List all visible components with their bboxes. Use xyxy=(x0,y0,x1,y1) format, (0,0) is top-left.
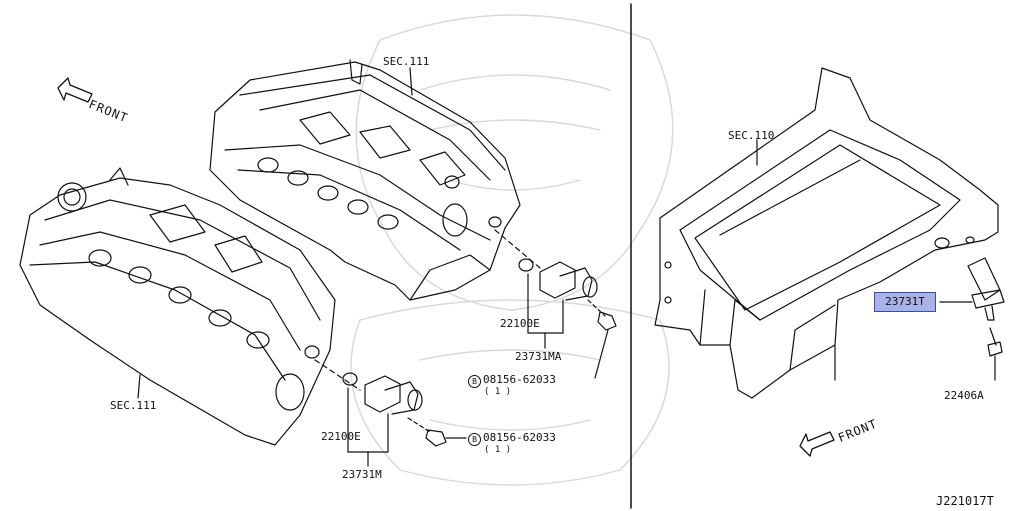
diagram-code: J221017T xyxy=(936,494,994,508)
label-sec111-lower[interactable]: SEC.111 xyxy=(110,399,157,412)
samurai-helmet-watermark xyxy=(350,14,674,486)
camshaft-sensor-lower xyxy=(314,359,467,467)
label-sec111-upper[interactable]: SEC.111 xyxy=(383,55,430,68)
label-22100e-lower[interactable]: 22100E xyxy=(321,430,361,443)
label-bolt-upper-qty: ( 1 ) xyxy=(484,387,512,397)
oil-pan xyxy=(654,67,999,399)
circled-b-icon: B xyxy=(468,433,481,446)
camshaft-sensor-upper xyxy=(494,229,617,379)
leader-lines xyxy=(137,67,758,399)
label-22406a[interactable]: 22406A xyxy=(944,389,984,402)
cylinder-head-lower xyxy=(19,167,336,446)
label-23731m[interactable]: 23731M xyxy=(342,468,382,481)
front-arrow-icon xyxy=(57,77,835,457)
circled-b-icon: B xyxy=(468,375,481,388)
label-22100e-upper[interactable]: 22100E xyxy=(500,317,540,330)
label-bolt-lower-qty: ( 1 ) xyxy=(484,445,512,455)
sensor-23731t xyxy=(939,257,1005,321)
label-23731t-highlighted[interactable]: 23731T xyxy=(874,292,936,312)
label-sec110[interactable]: SEC.110 xyxy=(728,129,775,142)
cylinder-head-upper xyxy=(209,59,521,301)
label-23731ma[interactable]: 23731MA xyxy=(515,350,562,363)
bolt-22406a xyxy=(987,327,1003,381)
